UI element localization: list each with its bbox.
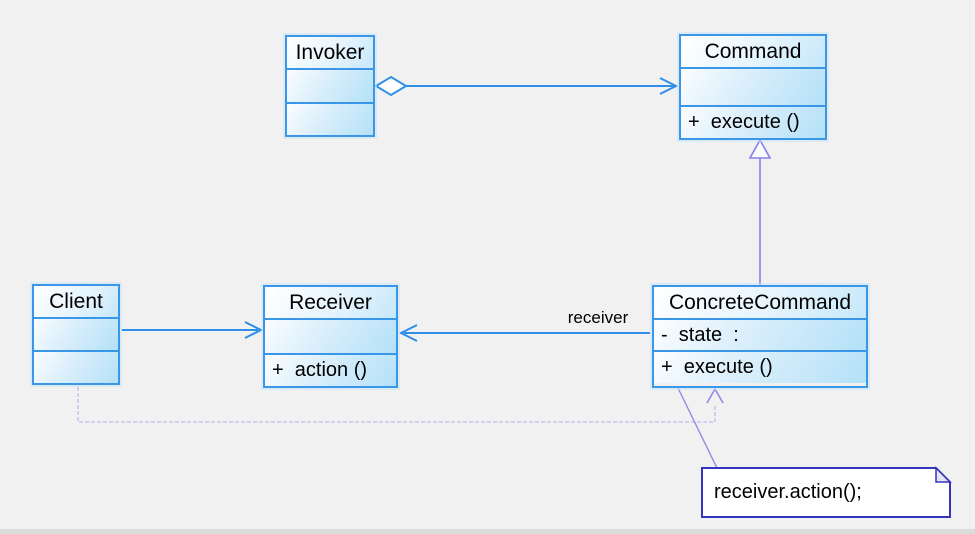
association-role-label[interactable]: receiver (567, 308, 629, 327)
note-body (701, 467, 951, 518)
class-name: Client (34, 286, 118, 317)
class-box-concrete-command[interactable]: ConcreteCommand - state : + execute () (652, 285, 868, 388)
open-arrowhead (398, 324, 418, 342)
dependency-connector-client-concretecommand[interactable] (77, 387, 724, 423)
class-box-receiver[interactable]: Receiver + action () (263, 285, 398, 388)
class-operation: + action () (265, 353, 396, 386)
aggregation-connector-invoker-command[interactable] (374, 75, 679, 97)
generalization-connector-concretecommand-command[interactable] (748, 138, 772, 286)
open-arrowhead (659, 77, 679, 95)
class-name: Invoker (287, 37, 373, 68)
class-box-invoker[interactable]: Invoker (285, 35, 375, 137)
class-operation: + execute () (654, 350, 866, 383)
class-attribute: - state : (654, 318, 866, 350)
class-name: ConcreteCommand (654, 287, 866, 318)
class-box-client[interactable]: Client (32, 284, 120, 385)
class-attributes-compartment (681, 67, 825, 105)
association-connector-client-receiver[interactable] (122, 321, 264, 339)
class-operations-compartment (34, 350, 118, 383)
open-arrowhead (244, 321, 264, 339)
note-anchor-line (677, 387, 718, 469)
aggregation-diamond (374, 75, 408, 97)
class-name: Receiver (265, 287, 396, 318)
open-arrowhead (706, 387, 724, 404)
note-text[interactable]: receiver.action(); (714, 481, 862, 503)
inheritance-triangle (748, 138, 772, 159)
class-operation: + execute () (681, 105, 825, 138)
bottom-strip (0, 529, 975, 534)
uml-note[interactable] (701, 466, 952, 518)
class-attributes-compartment (265, 318, 396, 353)
class-name: Command (681, 36, 825, 67)
note-dogear (935, 466, 952, 483)
class-attributes-compartment (287, 68, 373, 102)
dependency-line (77, 387, 716, 423)
association-connector-concretecommand-receiver[interactable] (398, 324, 650, 342)
class-operations-compartment (287, 102, 373, 135)
note-anchor-connector[interactable] (677, 387, 718, 469)
class-box-command[interactable]: Command + execute () (679, 34, 827, 140)
class-attributes-compartment (34, 317, 118, 350)
